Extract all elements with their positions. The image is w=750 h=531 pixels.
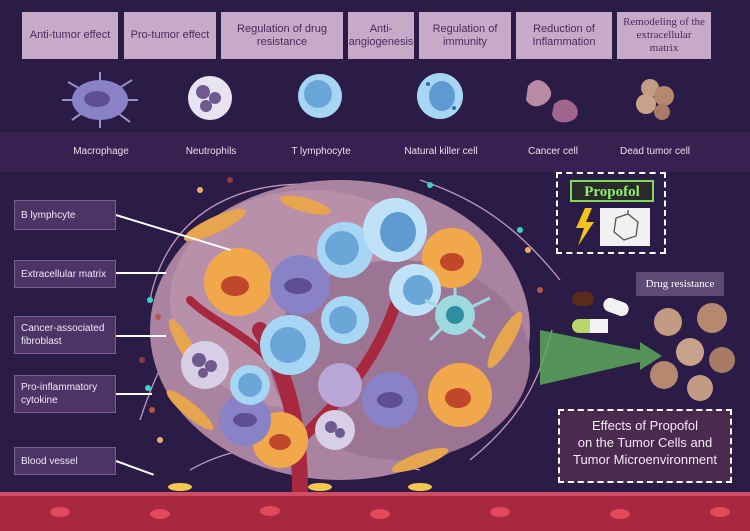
effect-drug-resistance: Regulation of drug resistance <box>221 12 343 59</box>
effect-pro-tumor: Pro-tumor effect <box>124 12 216 59</box>
summary-line-1: Effects of Propofol <box>592 418 698 433</box>
effect-anti-tumor: Anti-tumor effect <box>22 12 118 59</box>
b-lymphocytes <box>204 228 492 468</box>
leader-fibroblast <box>116 335 166 337</box>
label-pro-inflammatory-cytokine: Pro-inflammatory cytokine <box>14 375 116 413</box>
blood-vessel-channel <box>0 483 750 531</box>
label-macrophage: Macrophage <box>73 146 129 157</box>
dead-tumor-cell-icon <box>636 79 674 120</box>
dead-tumor-cells-cluster <box>650 303 735 401</box>
neutrophils-cluster <box>181 341 355 450</box>
drug-capsules-icon <box>572 292 629 333</box>
dendritic-cell <box>424 288 491 342</box>
effect-anti-angiogenesis: Anti-angiogenesis <box>348 12 414 59</box>
drug-resistance-label: Drug resistance <box>636 272 724 296</box>
neutrophil-icon <box>188 76 232 120</box>
label-blood-vessel: Blood vessel <box>14 447 116 475</box>
leader-extracellular-matrix <box>116 272 166 274</box>
propofol-title: Propofol <box>570 180 654 202</box>
label-neutrophils: Neutrophils <box>185 146 237 157</box>
label-extracellular-matrix: Extracellular matrix <box>14 260 116 288</box>
effect-ecm-remodeling: Remodeling of the extracellular matrix <box>617 12 711 59</box>
propofol-structure-icon <box>600 208 650 246</box>
leader-cytokine <box>116 393 152 395</box>
macrophage-icon <box>62 72 138 128</box>
cell-icons-row <box>62 72 674 128</box>
lightning-icon <box>576 208 594 246</box>
effect-immunity: Regulation of immunity <box>419 12 511 59</box>
natural-killer-cell-icon <box>417 73 463 119</box>
label-t-lymphocyte: T lymphocyte <box>291 146 351 157</box>
macrophages <box>219 255 418 446</box>
label-cancer-cell: Cancer cell <box>527 146 579 157</box>
label-cancer-associated-fibroblast: Cancer-associated fibroblast <box>14 316 116 354</box>
summary-line-3: Tumor Microenvironment <box>572 452 717 467</box>
t-lymphocyte-icon <box>298 74 342 118</box>
pro-inflammatory-cytokines <box>139 177 543 443</box>
label-natural-killer-cell: Natural killer cell <box>404 146 478 157</box>
cancer-cell-icon <box>526 80 578 123</box>
label-dead-tumor-cell: Dead tumor cell <box>619 146 691 157</box>
summary-box: Effects of Propofol on the Tumor Cells a… <box>558 409 732 483</box>
cell-label-band <box>0 132 750 172</box>
summary-line-2: on the Tumor Cells and <box>577 435 713 450</box>
effect-inflammation: Reduction of Inflammation <box>516 12 612 59</box>
propofol-panel: Propofol <box>556 172 666 254</box>
t-and-nk-cells <box>230 198 441 405</box>
effect-arrow <box>540 330 662 385</box>
label-b-lymphocyte: B lymphcyte <box>14 200 116 230</box>
